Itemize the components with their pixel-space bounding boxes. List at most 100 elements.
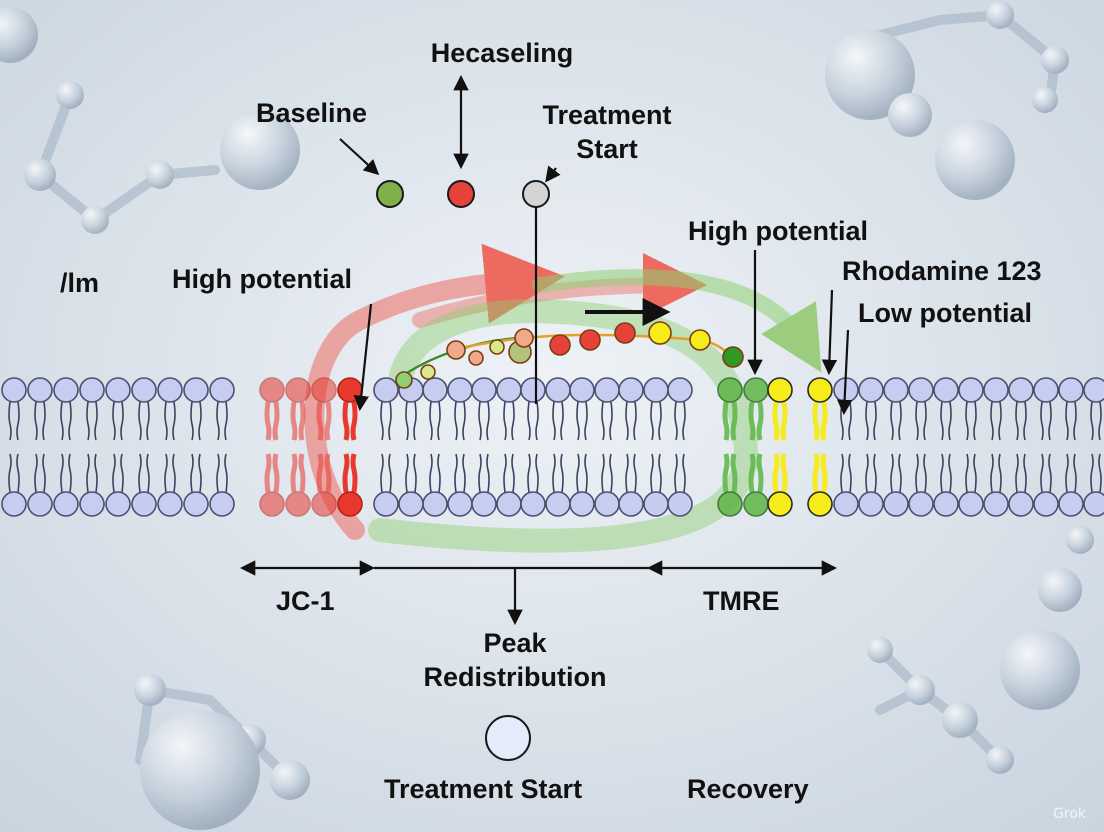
lipid-pair: [1033, 377, 1059, 517]
lipid-head-top: [520, 377, 546, 403]
lipid-head-top: [1058, 377, 1084, 403]
lipid-tail: [290, 453, 298, 493]
lipid-head-top: [643, 377, 669, 403]
lipid-pair: [883, 377, 909, 517]
lipid-tail: [576, 453, 580, 493]
bg-sphere: [825, 30, 915, 120]
red-band-arrow-2: [412, 253, 707, 328]
lipid-pair: [717, 377, 743, 517]
lipid-pair: [259, 377, 285, 517]
lipid-tail: [324, 453, 332, 493]
lipid-tail: [940, 401, 944, 441]
lipid-head-bottom: [667, 491, 693, 517]
lipid-tail: [923, 401, 927, 441]
lipid-tail: [511, 453, 515, 493]
lipid-head-bottom: [743, 491, 769, 517]
dye-particle-chain: [395, 321, 744, 389]
lipid-head-bottom: [183, 491, 209, 517]
bg-sphere: [56, 81, 84, 109]
lipid-tail: [780, 401, 788, 441]
lipid-tail: [948, 401, 952, 441]
treatment-pointer: [545, 165, 561, 183]
lipid-tail: [1090, 453, 1094, 493]
lipid-tail: [138, 453, 142, 493]
lipid-head-bottom: [27, 491, 53, 517]
lipid-tail: [898, 453, 902, 493]
lipid-head-top: [933, 377, 959, 403]
lipid-tail: [865, 453, 869, 493]
lipid-head-bottom: [311, 491, 337, 517]
lipid-tail: [1098, 453, 1102, 493]
lipid-tail: [682, 453, 686, 493]
lipid-tail: [388, 453, 392, 493]
bg-sphere: [270, 760, 310, 800]
peak-label-1: Peak: [483, 628, 547, 658]
treatment-start-top-label-1: Treatment: [542, 100, 672, 130]
lipid-head-bottom: [337, 491, 363, 517]
bg-sphere: [1032, 87, 1058, 113]
lipid-tail: [560, 453, 564, 493]
lipid-pair: [373, 377, 399, 517]
lipid-tail: [748, 453, 756, 493]
lipid-tail: [164, 453, 168, 493]
lipid-tail: [172, 453, 176, 493]
lipid-pair: [209, 377, 235, 517]
lipid-head-bottom: [618, 491, 644, 517]
treatment-start-dot: [522, 180, 550, 208]
lipid-tail: [772, 401, 780, 441]
dye-particle: [614, 322, 636, 344]
recovery-label: Recovery: [687, 774, 809, 804]
lipid-tail: [112, 453, 116, 493]
lipid-tail: [1040, 453, 1044, 493]
lipid-head-top: [373, 377, 399, 403]
lipid-head-top: [1008, 377, 1034, 403]
lipid-pair: [933, 377, 959, 517]
annotation-arrows: [239, 74, 853, 626]
bg-sphere: [0, 7, 38, 63]
lipid-tail: [576, 401, 580, 441]
lipid-tail: [609, 453, 613, 493]
lipid-head-bottom: [259, 491, 285, 517]
lipid-pair: [1058, 377, 1084, 517]
lipid-pair: [157, 377, 183, 517]
lipid-tail: [1015, 453, 1019, 493]
hecaseling-dot: [447, 180, 475, 208]
lipid-head-top: [1083, 377, 1104, 403]
lipid-tail: [94, 453, 98, 493]
lipid-pair: [908, 377, 934, 517]
high-potential-left-pointer: [353, 303, 373, 412]
lipid-tail: [633, 453, 637, 493]
lipid-tail: [973, 401, 977, 441]
lipid-tail: [1015, 401, 1019, 441]
lipid-head-top: [807, 377, 833, 403]
lipid-head-bottom: [422, 491, 448, 517]
lipid-tail: [1098, 401, 1102, 441]
lipid-tail: [60, 401, 64, 441]
lipid-head-top: [131, 377, 157, 403]
lipid-head-bottom: [520, 491, 546, 517]
lipid-tail: [848, 453, 852, 493]
lipid-head-bottom: [1008, 491, 1034, 517]
lipid-tail: [8, 453, 12, 493]
lipid-tail: [437, 401, 441, 441]
lipid-pair: [1083, 377, 1104, 517]
bg-sphere: [1038, 568, 1082, 612]
lipid-tail: [380, 401, 384, 441]
lipid-tail: [316, 453, 324, 493]
lipid-head-top: [883, 377, 909, 403]
lipid-head-bottom: [79, 491, 105, 517]
lipid-tail: [748, 401, 756, 441]
lipid-tail: [486, 401, 490, 441]
dye-particle: [420, 364, 436, 380]
lipid-tail: [146, 401, 150, 441]
lipid-tail: [674, 401, 678, 441]
lipid-tail: [350, 453, 358, 493]
bg-sphere: [140, 710, 260, 830]
lipid-tail: [674, 453, 678, 493]
lipid-tail: [68, 453, 72, 493]
lipid-tail: [890, 401, 894, 441]
lipid-tail: [462, 453, 466, 493]
bg-sphere: [888, 93, 932, 137]
lipid-tail: [552, 453, 556, 493]
